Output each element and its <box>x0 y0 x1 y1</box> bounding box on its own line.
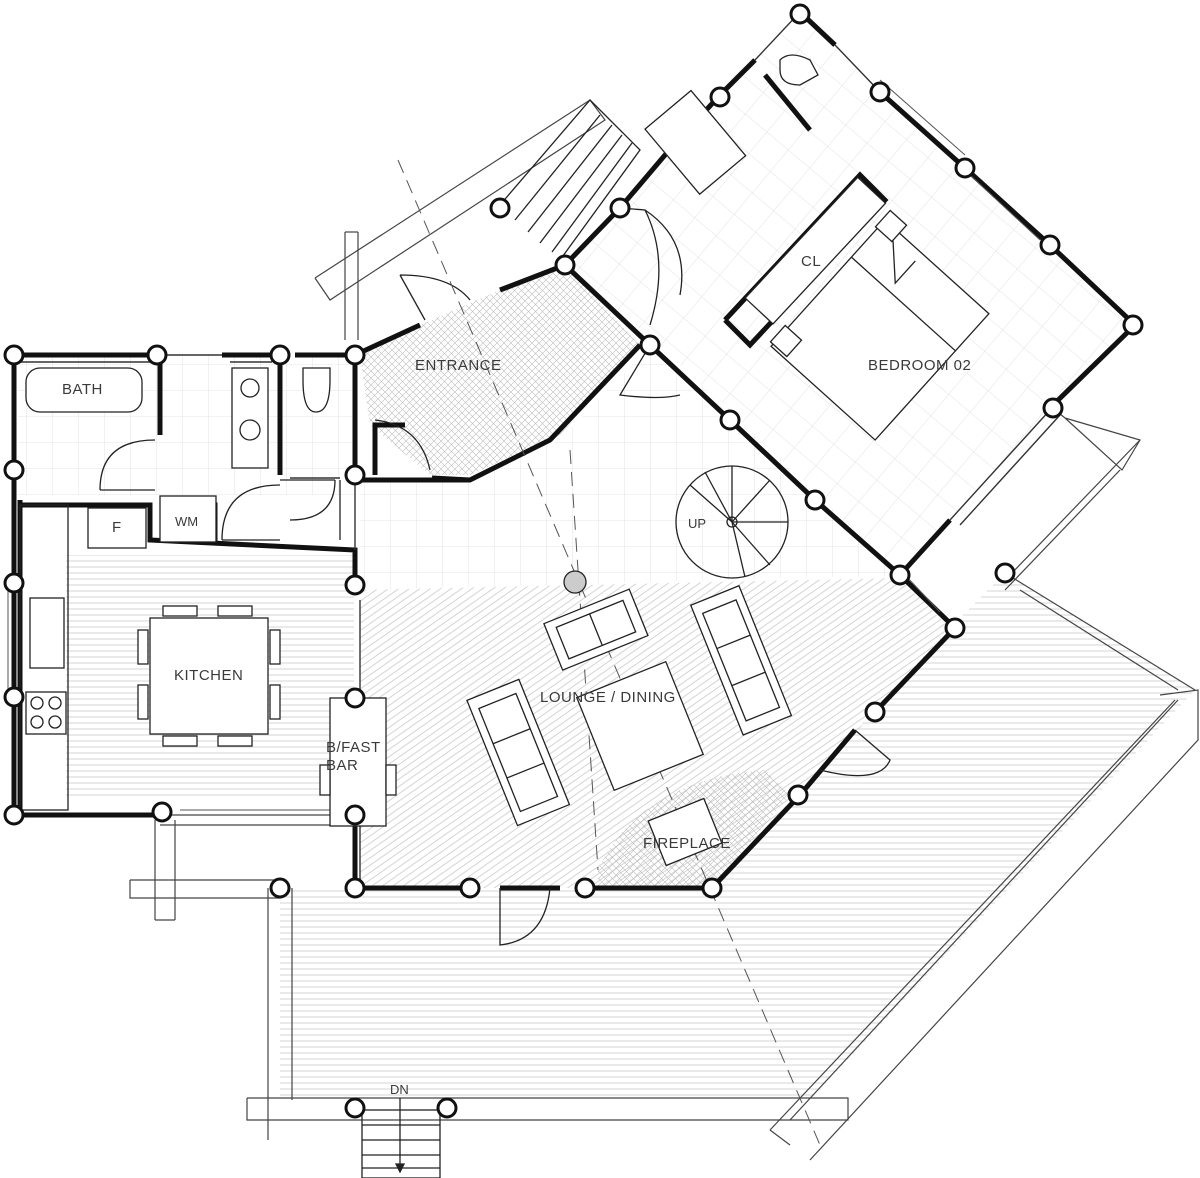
label-fridge: F <box>112 519 122 536</box>
label-washer: WM <box>175 514 198 529</box>
bathtub <box>25 367 143 413</box>
wc-bathroom <box>302 367 331 413</box>
bath-door <box>99 439 156 491</box>
sofa-east <box>689 584 793 736</box>
bed <box>770 219 990 441</box>
columns <box>3 3 1144 1119</box>
label-closet: CL <box>801 253 821 270</box>
sofa-west <box>466 678 571 827</box>
label-kitchen: KITCHEN <box>174 667 243 684</box>
label-breakfast-bar-1: B/FAST <box>326 739 381 756</box>
basin-1 <box>240 378 260 398</box>
label-stair-up: UP <box>688 516 706 531</box>
label-entrance: ENTRANCE <box>415 357 502 374</box>
hall-door <box>618 344 681 399</box>
stairs <box>361 99 789 1178</box>
fridge <box>87 507 147 549</box>
closet <box>744 176 887 325</box>
deck-stair-down <box>361 1098 441 1178</box>
deck-door-south <box>499 887 551 946</box>
spiral-stair-up <box>675 465 789 579</box>
washing-machine <box>159 495 217 543</box>
column-lounge <box>563 570 587 594</box>
floor-finishes <box>18 12 1195 1100</box>
entry-stair <box>499 99 641 261</box>
label-bath: BATH <box>62 381 103 398</box>
label-stair-down: DN <box>390 1082 409 1097</box>
label-bedroom: BEDROOM 02 <box>868 357 971 374</box>
breakfast-bar <box>319 697 397 827</box>
wc-door <box>280 479 336 521</box>
laundry-door <box>221 484 281 541</box>
wc-ensuite <box>779 54 819 86</box>
kitchen-table <box>149 617 269 735</box>
label-fireplace: FIREPLACE <box>643 835 731 852</box>
kitchen-table-set <box>137 605 281 747</box>
label-lounge-dining: LOUNGE / DINING <box>540 689 676 706</box>
entrance-door <box>374 419 431 471</box>
counter-top <box>19 504 69 811</box>
ensuite-vanity <box>644 89 747 196</box>
deck-door-east <box>819 729 891 777</box>
coffee-table <box>575 660 705 792</box>
cooktop <box>25 691 67 735</box>
fixtures <box>19 54 819 811</box>
bedroom-door <box>619 207 683 326</box>
doors <box>99 207 891 946</box>
deck-floor <box>280 573 1195 1100</box>
label-breakfast-bar-2: BAR <box>326 757 358 774</box>
lounge-furniture <box>466 570 793 867</box>
bedside-2 <box>769 324 803 358</box>
fireplace-unit <box>647 797 723 867</box>
bedroom-furniture <box>744 176 990 441</box>
deck-structure <box>129 99 1199 1161</box>
basin-2 <box>239 419 261 441</box>
sofa-north <box>543 588 649 671</box>
room-labels: BATH ENTRANCE BEDROOM 02 CL KITCHEN F WM… <box>62 253 971 1097</box>
windows <box>7 79 1041 811</box>
hall-floor-grid <box>360 345 900 590</box>
kitchen-sink <box>29 597 65 669</box>
front-door <box>399 274 471 321</box>
bedside-1 <box>874 209 908 243</box>
